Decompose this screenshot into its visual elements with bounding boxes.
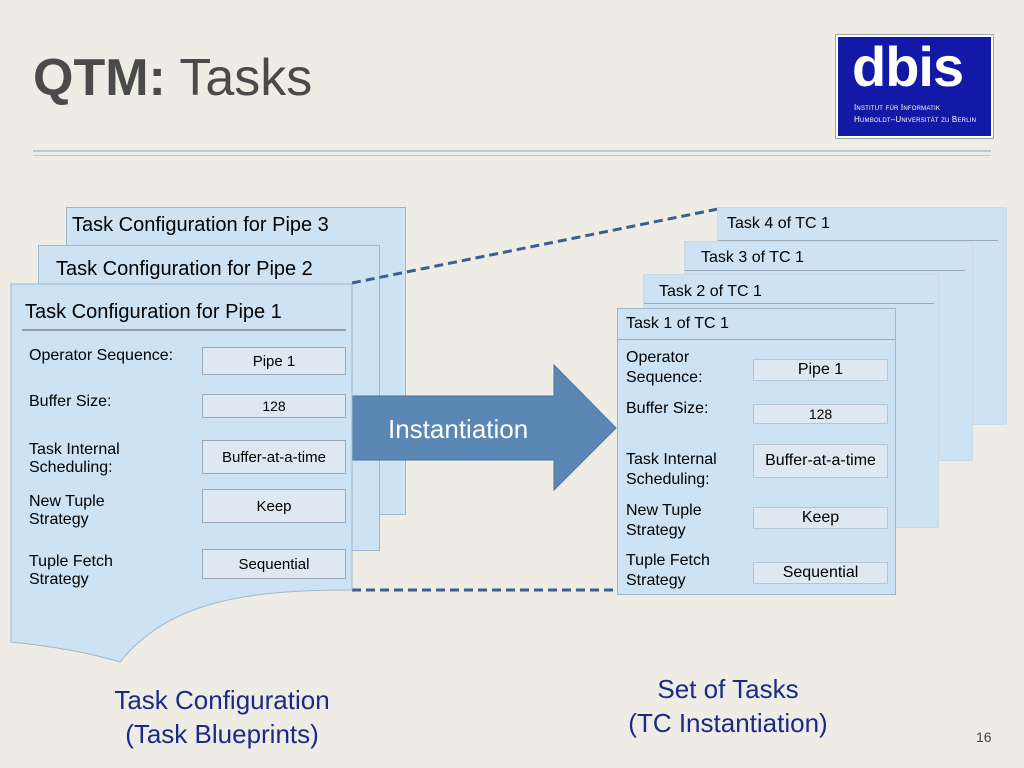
instantiation-arrow bbox=[351, 363, 617, 492]
field-value: Pipe 1 bbox=[753, 359, 888, 381]
field-value: Buffer-at-a-time bbox=[753, 444, 888, 478]
field-label: Task Internal Scheduling: bbox=[626, 451, 717, 488]
zoom-line-top bbox=[351, 207, 719, 285]
field-value: Pipe 1 bbox=[202, 347, 346, 375]
field-value: Buffer-at-a-time bbox=[202, 440, 346, 474]
task-card-divider bbox=[644, 303, 934, 304]
field-label: New Tuple Strategy bbox=[29, 493, 105, 528]
title-rest: Tasks bbox=[179, 49, 313, 107]
field-label: Buffer Size: bbox=[29, 393, 112, 410]
field-value: Sequential bbox=[753, 562, 888, 584]
field-value: Keep bbox=[753, 507, 888, 529]
task-card-divider bbox=[685, 270, 965, 271]
field-label: Tuple Fetch Strategy bbox=[626, 552, 710, 589]
task-card-1: Task 1 of TC 1 Operator Sequence: Pipe 1… bbox=[617, 308, 896, 595]
field-label: Operator Sequence: bbox=[29, 347, 174, 364]
title-divider-thin bbox=[33, 155, 991, 156]
field-value: 128 bbox=[202, 394, 346, 418]
field-value: Keep bbox=[202, 489, 346, 523]
task-card-divider bbox=[618, 339, 895, 340]
field-label: Task Internal Scheduling: bbox=[29, 441, 120, 476]
task-card-divider bbox=[718, 240, 998, 241]
caption-set-of-tasks: Set of Tasks (TC Instantiation) bbox=[628, 674, 828, 738]
field-label: Tuple Fetch Strategy bbox=[29, 553, 113, 588]
task-card-title: Task 4 of TC 1 bbox=[727, 215, 830, 232]
task-card-title: Task 3 of TC 1 bbox=[701, 249, 804, 266]
field-label: New Tuple Strategy bbox=[626, 502, 702, 539]
task-card-title: Task 2 of TC 1 bbox=[659, 283, 762, 300]
config-card-title-pipe1: Task Configuration for Pipe 1 bbox=[25, 301, 282, 323]
config-card-title: Task Configuration for Pipe 3 bbox=[72, 214, 329, 236]
title-bold: QTM: bbox=[33, 49, 166, 107]
slide-title: QTM: Tasks bbox=[33, 52, 312, 104]
field-label: Operator Sequence: bbox=[626, 349, 703, 386]
logo-line2: Humboldt–Universität zu Berlin bbox=[854, 115, 977, 124]
caption-task-configuration: Task Configuration (Task Blueprints) bbox=[114, 685, 330, 749]
field-value: Sequential bbox=[202, 549, 346, 579]
instantiation-label: Instantiation bbox=[388, 414, 529, 444]
dbis-logo: dbis Institut für Informatik Humboldt–Un… bbox=[836, 35, 993, 138]
logo-main-text: dbis bbox=[852, 35, 964, 98]
field-label: Buffer Size: bbox=[626, 400, 709, 417]
title-divider bbox=[33, 150, 991, 152]
page-number: 16 bbox=[976, 729, 992, 745]
task-card-title: Task 1 of TC 1 bbox=[626, 315, 729, 332]
logo-line1: Institut für Informatik bbox=[854, 103, 941, 112]
field-value: 128 bbox=[753, 404, 888, 424]
config-card-title: Task Configuration for Pipe 2 bbox=[56, 258, 313, 280]
